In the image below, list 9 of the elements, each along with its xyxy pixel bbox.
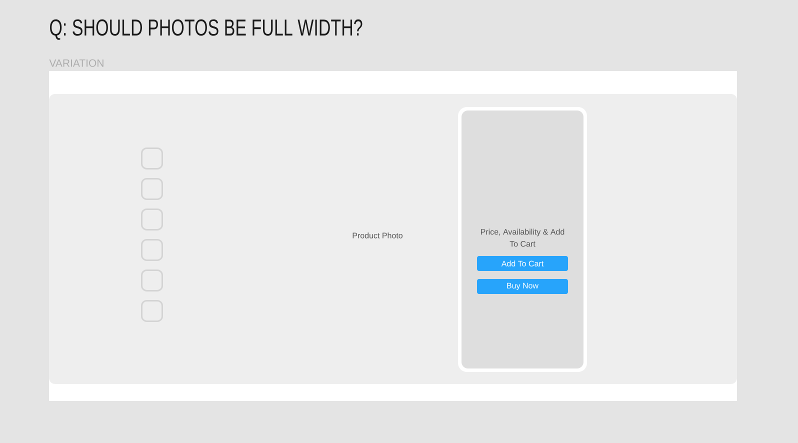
thumbnail bbox=[141, 270, 163, 292]
button: Buy Now bbox=[477, 279, 568, 294]
button: Add To Cart bbox=[477, 256, 568, 271]
title: Q: SHOULD PHOTOS BE FULL WIDTH? bbox=[50, 19, 362, 40]
thumbnail bbox=[141, 148, 163, 170]
thumbnail bbox=[141, 178, 163, 200]
thumbnail bbox=[141, 208, 163, 230]
thumbnail bbox=[141, 300, 163, 322]
thumbnail bbox=[141, 239, 163, 261]
